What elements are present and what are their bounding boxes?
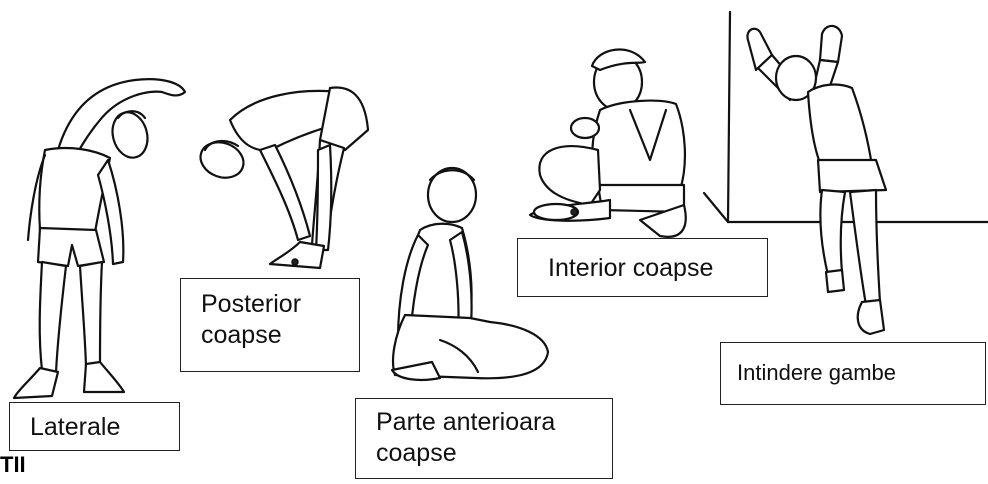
label-anterioara-line2: coapse xyxy=(376,438,612,469)
figure-posterior-stretch xyxy=(196,87,368,268)
label-gambe-text: Intindere gambe xyxy=(737,357,985,388)
figure-interior-stretch xyxy=(530,50,686,237)
page-code: TII xyxy=(0,452,26,478)
label-posterior-line2: coapse xyxy=(201,320,359,351)
label-laterale-text: Laterale xyxy=(30,412,179,443)
figure-lateral-stretch xyxy=(14,79,185,398)
label-posterior-coapse: Posterior coapse xyxy=(180,278,360,372)
label-intindere-gambe: Intindere gambe xyxy=(720,342,986,405)
label-posterior-line1: Posterior xyxy=(201,289,359,320)
label-parte-anterioara-coapse: Parte anterioara coapse xyxy=(355,398,613,479)
label-interior-text: Interior coapse xyxy=(548,253,767,284)
label-interior-coapse: Interior coapse xyxy=(517,238,768,297)
label-laterale: Laterale xyxy=(9,402,180,451)
label-anterioara-line1: Parte anterioara xyxy=(376,407,612,438)
